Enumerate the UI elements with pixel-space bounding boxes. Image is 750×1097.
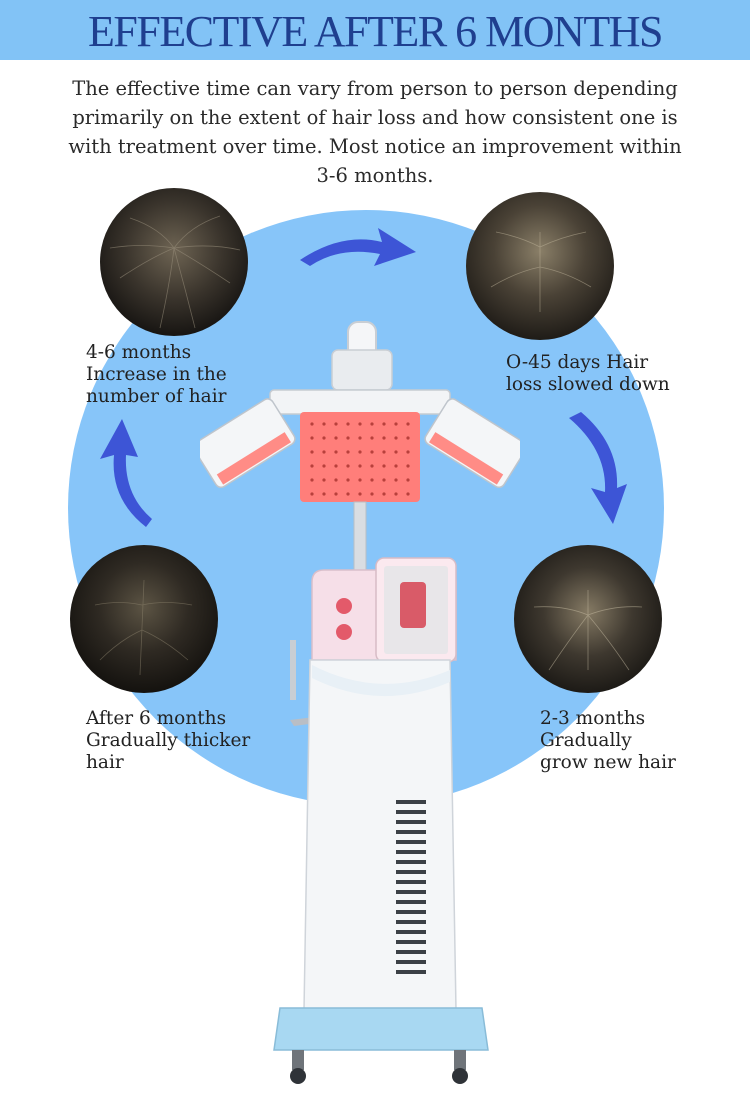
intro-line-2: primarily on the extent of hair loss and… <box>72 106 678 129</box>
stage-line: 2-3 months <box>540 708 646 729</box>
stage-line: After 6 months <box>86 708 227 729</box>
scalp-photo-2-3-months <box>514 545 662 693</box>
stage-line: 4-6 months <box>86 342 192 363</box>
stage-caption-0-45-days: O-45 days Hair loss slowed down <box>506 352 670 396</box>
page-title: EFFECTIVE AFTER 6 MONTHS <box>88 7 663 56</box>
stage-caption-2-3-months: 2-3 months Gradually grow new hair <box>540 708 676 774</box>
stage-line: O-45 days Hair <box>506 352 649 373</box>
curved-arrow-icon <box>300 228 416 266</box>
curved-arrow-icon <box>569 412 627 524</box>
stage-line: Gradually thicker <box>86 730 251 751</box>
intro-paragraph: The effective time can vary from person … <box>40 74 710 190</box>
scalp-photo-4-6-months <box>100 188 248 336</box>
intro-line-3: with treatment over time. Most notice an… <box>68 135 682 158</box>
stage-caption-4-6-months: 4-6 months Increase in the number of hai… <box>86 342 227 408</box>
header-banner: EFFECTIVE AFTER 6 MONTHS <box>0 0 750 60</box>
curved-arrow-icon <box>100 419 152 527</box>
scalp-photo-after-6-months <box>70 545 218 693</box>
stage-line: Gradually <box>540 730 632 751</box>
laser-hair-device-illustration <box>200 321 520 1084</box>
stage-line: hair <box>86 752 124 773</box>
stage-caption-after-6-months: After 6 months Gradually thicker hair <box>86 708 250 774</box>
stage-line: grow new hair <box>540 752 676 773</box>
stage-line: loss slowed down <box>506 374 670 395</box>
intro-line-1: The effective time can vary from person … <box>72 77 678 100</box>
scalp-photo-0-45-days <box>466 192 614 340</box>
stage-line: number of hair <box>86 386 227 407</box>
stage-line: Increase in the <box>86 364 227 385</box>
intro-line-4: 3-6 months. <box>316 164 434 187</box>
